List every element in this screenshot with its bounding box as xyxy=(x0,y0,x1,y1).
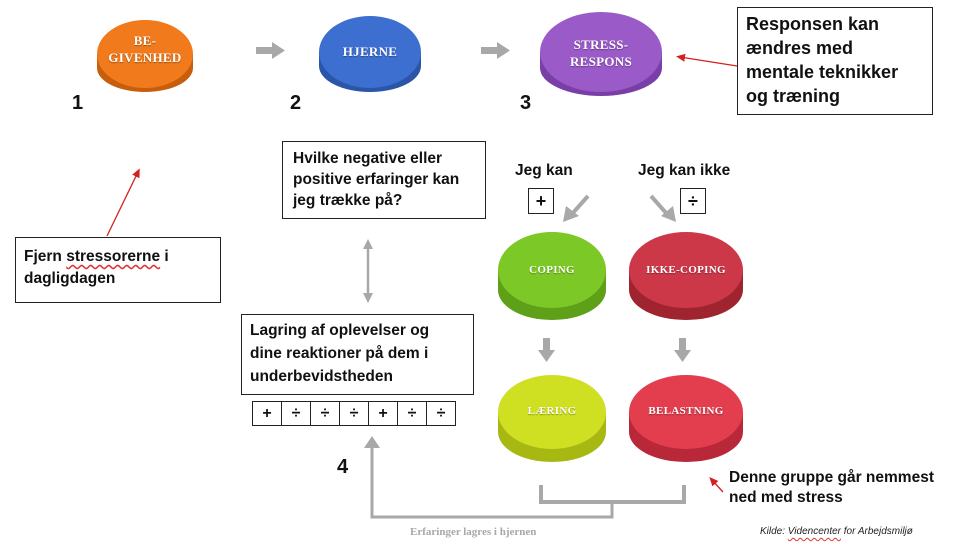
feedback-line xyxy=(370,445,614,519)
erfaringer-lagres-caption: Erfaringer lagres i hjernen xyxy=(410,526,537,538)
sequence-cell: ÷ xyxy=(426,401,456,426)
puck-coping xyxy=(498,232,606,320)
divide-sign: ÷ xyxy=(680,188,706,214)
fjern-prefix: Fjern xyxy=(24,248,67,265)
step-number-1: 1 xyxy=(72,92,84,114)
jeg-kan-ikke-label: Jeg kan ikke xyxy=(638,162,731,179)
arrow-begivenhed-to-hjerne xyxy=(256,42,285,59)
sequence-cell: ÷ xyxy=(310,401,340,426)
arrow-gruppe-annotation xyxy=(709,477,724,493)
sequence-cell: ÷ xyxy=(339,401,369,426)
puck-ikke-coping xyxy=(629,232,743,320)
gruppe-note: Denne gruppe går nemmest ned med stress xyxy=(729,469,934,506)
arrow-fjern-annotation xyxy=(106,168,140,237)
step-number-3: 3 xyxy=(520,92,532,114)
jeg-kan-label: Jeg kan xyxy=(515,162,573,179)
arrow-coping-to-laering xyxy=(538,338,555,362)
puck-begivenhed xyxy=(97,20,193,92)
arrow-jegkan-to-coping xyxy=(570,194,590,216)
fjern-stressorerne: stressorerne xyxy=(66,248,161,265)
step-number-4: 4 xyxy=(337,456,349,478)
feedback-bracket xyxy=(539,485,686,504)
erfaringer-box: Hvilke negative eller positive erfaringe… xyxy=(282,141,486,219)
puck-hjerne xyxy=(319,16,421,92)
puck-hjerne-label: HJERNE xyxy=(342,44,398,59)
fjern-box: Fjern stressorerne i dagligdagen xyxy=(15,237,221,303)
kilde-suffix: for Arbejdsmiljø xyxy=(841,526,913,537)
lagring-box: Lagring af oplevelser og dine reaktioner… xyxy=(241,314,474,395)
sequence-cell: + xyxy=(368,401,398,426)
arrow-ikkecoping-to-belastning xyxy=(674,338,691,362)
puck-belastning-label: BELASTNING xyxy=(648,405,724,417)
kilde-videncenter: Videncenter xyxy=(787,526,841,537)
step-number-2: 2 xyxy=(290,92,302,114)
arrow-jegkanikke-to-ikkecoping xyxy=(649,194,669,216)
puck-coping-label: COPING xyxy=(529,264,575,276)
arrow-hjerne-to-stressrespons xyxy=(481,42,510,59)
puck-laering-label: LÆRING xyxy=(527,405,577,417)
puck-stressrespons-label: STRESS- RESPONS xyxy=(569,37,633,69)
kilde-prefix: Kilde: xyxy=(760,526,788,537)
puck-laering xyxy=(498,375,606,462)
experience-sequence: + ÷ ÷ ÷ + ÷ ÷ xyxy=(252,401,456,426)
fjern-suffix: i dagligdagen xyxy=(24,248,169,287)
arrow-respons-annotation xyxy=(676,53,738,67)
sequence-cell: ÷ xyxy=(397,401,427,426)
sequence-cell: ÷ xyxy=(281,401,311,426)
puck-stressrespons xyxy=(540,12,662,96)
plus-sign: + xyxy=(528,188,554,214)
sequence-cell: + xyxy=(252,401,282,426)
respons-box: Responsen kan ændres med mentale teknikk… xyxy=(737,7,933,115)
puck-begivenhed-label: BE- GIVENHED xyxy=(108,33,182,65)
puck-ikke-coping-label: IKKE-COPING xyxy=(646,264,726,276)
puck-belastning xyxy=(629,375,743,462)
kilde-source: Kilde: Videncenter for Arbejdsmiljø xyxy=(760,526,913,537)
